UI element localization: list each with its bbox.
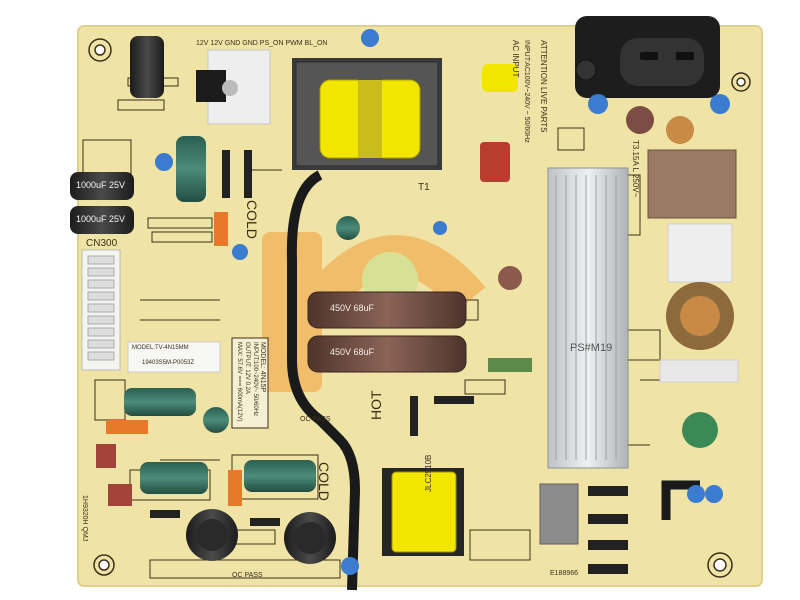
isolation-line xyxy=(286,170,361,591)
rylf-label: 1H9320H QMJ xyxy=(81,495,88,542)
oc-pass-label-2: OC PASS xyxy=(232,572,263,579)
misc-parts xyxy=(96,212,532,506)
model-box-line-4: MAX: 57.6V === 600mA(12V) xyxy=(236,342,242,422)
e188966-label: E188966 xyxy=(550,570,579,577)
ceramic-capacitors xyxy=(155,29,730,575)
standby-transformer-label: JLC2510B xyxy=(424,454,433,492)
output-capacitors xyxy=(70,36,522,564)
diodes xyxy=(150,150,628,574)
oc-pass-label-1: OC PASS xyxy=(300,416,331,423)
cn300-connector xyxy=(81,249,121,371)
bulk-capacitors xyxy=(307,291,467,373)
standby-transformer xyxy=(382,468,464,556)
model-box-line-1: MODEL: 4N15P xyxy=(259,342,266,393)
ac-input-label: AC INPUT xyxy=(511,40,520,78)
model-sticker-text: MODEL:TV-4N15MM xyxy=(132,345,189,351)
model-box-line-3: OUTPUT: 12V 0.2A xyxy=(244,342,250,395)
model-box-line-2: INPUT:100~240V~ 50/60Hz xyxy=(252,342,258,417)
filter-components xyxy=(196,49,739,545)
hot-label: HOT xyxy=(368,390,384,420)
output-cap-label-1: 1000uF 25V xyxy=(76,180,126,190)
heatsink-text: PS#M19 xyxy=(570,342,613,354)
main-transformer xyxy=(292,58,442,170)
ac-inlet-connector xyxy=(575,16,720,98)
model-sticker xyxy=(127,341,221,373)
bulk-cap-label-2: 450V 68uF xyxy=(330,347,375,357)
input-rating-label: INPUT:AC100V~240V ~ 50/60Hz xyxy=(523,40,530,143)
mounting-holes xyxy=(88,38,751,578)
cold-label-top: COLD xyxy=(244,200,260,239)
bulk-cap-label-1: 450V 68uF xyxy=(330,303,375,313)
t1-label: T1 xyxy=(418,182,430,193)
isolation-line-right xyxy=(661,480,700,520)
model-box xyxy=(231,337,269,429)
heat-sink xyxy=(547,167,629,469)
cn300-label: CN300 xyxy=(86,238,118,249)
cold-label-bottom: COLD xyxy=(316,462,332,501)
output-cap-label-2: 1000uF 25V xyxy=(76,214,126,224)
attention-label: ATTENTION LIVE PARTS xyxy=(539,40,548,133)
fuse-label: T3.15A L 250V~ xyxy=(631,140,640,198)
header-pin-labels: 12V 12V GND GND PS_ON PWM BL_ON xyxy=(196,40,328,47)
serial-sticker-text: 19403S5M-P0053Z xyxy=(142,360,195,366)
